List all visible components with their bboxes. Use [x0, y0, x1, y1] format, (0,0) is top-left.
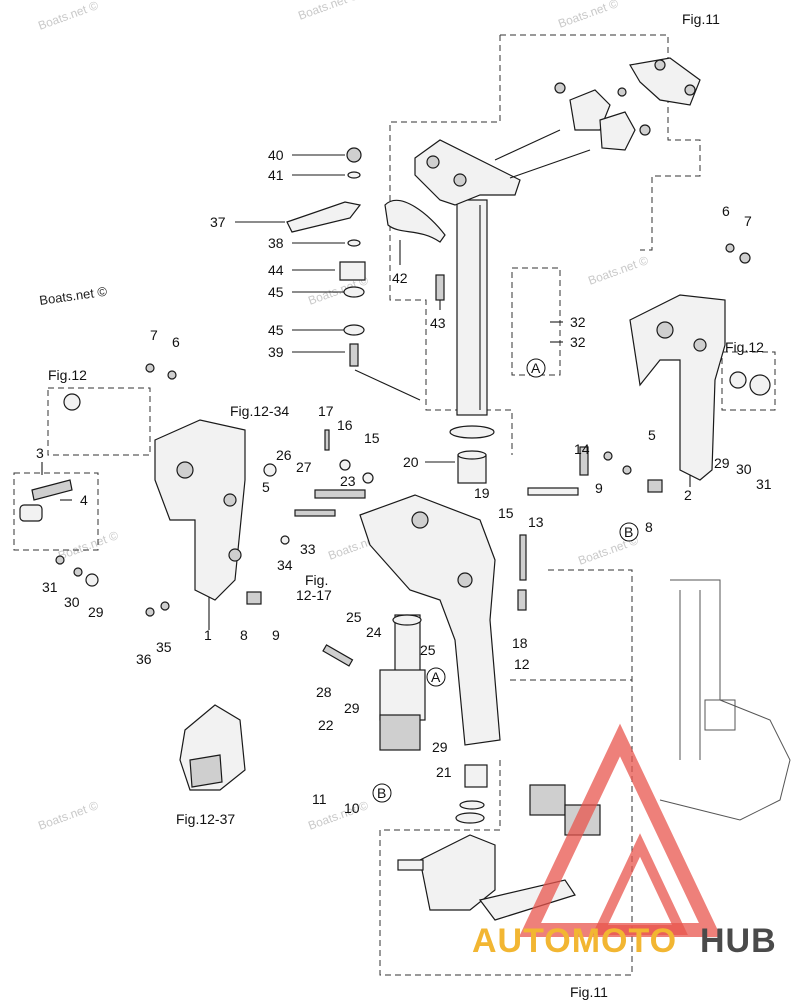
marker-b: B	[624, 524, 633, 540]
fig-ref-12-37: Fig.12-37	[176, 811, 235, 827]
leader-lines	[41, 154, 691, 630]
callout-27: 27	[296, 459, 312, 475]
friction-parts	[286, 147, 446, 367]
callout-6: 6	[722, 203, 730, 219]
callout-15: 15	[364, 430, 380, 446]
callout-29: 29	[432, 739, 448, 755]
tilt-cylinder	[379, 614, 426, 751]
markers: A A B B	[372, 358, 639, 803]
marker-a: A	[431, 669, 441, 685]
callout-8: 8	[645, 519, 653, 535]
fig-ref-12-right: Fig.12	[725, 339, 764, 355]
callout-25: 25	[346, 609, 362, 625]
callout-29: 29	[714, 455, 730, 471]
callout-44: 44	[268, 262, 284, 278]
callout-2: 2	[684, 487, 692, 503]
callout-45: 45	[268, 284, 284, 300]
hardware	[19, 243, 771, 824]
callout-32: 32	[570, 314, 586, 330]
callout-41: 41	[268, 167, 284, 183]
callout-18: 18	[512, 635, 528, 651]
callout-39: 39	[268, 344, 284, 360]
callout-23: 23	[340, 473, 356, 489]
callout-33: 33	[300, 541, 316, 557]
callout-13: 13	[528, 514, 544, 530]
fig-ref-12-left: Fig.12	[48, 367, 87, 383]
callout-38: 38	[268, 235, 284, 251]
callout-30: 30	[736, 461, 752, 477]
watermark: Boats.net ©	[56, 528, 120, 563]
callout-7: 7	[150, 327, 158, 343]
figure-references: Fig.11 Fig.11 Fig.12 Fig.12 Fig.12-34 Fi…	[48, 11, 764, 1000]
tiller-parts	[554, 57, 701, 151]
callout-24: 24	[366, 624, 382, 640]
lower-unit-outline	[659, 579, 791, 821]
callout-17: 17	[318, 403, 334, 419]
fig-ref-11-top: Fig.11	[682, 11, 720, 27]
callout-9: 9	[595, 480, 603, 496]
callout-20: 20	[403, 454, 419, 470]
callout-10: 10	[344, 800, 360, 816]
swivel-bracket	[359, 494, 501, 746]
marker-a: A	[531, 360, 541, 376]
automotohub-logo: AUTOMOTO HUB	[472, 723, 777, 960]
callout-29: 29	[88, 604, 104, 620]
callout-35: 35	[156, 639, 172, 655]
callout-7: 7	[744, 213, 752, 229]
reference-outlines	[13, 34, 776, 976]
callout-16: 16	[337, 417, 353, 433]
callout-6: 6	[172, 334, 180, 350]
watermark: Boats.net ©	[586, 253, 650, 288]
grip-part	[179, 704, 246, 791]
fig-ref-11-bottom: Fig.11	[570, 984, 608, 1000]
watermark: Boats.net ©	[556, 0, 620, 31]
callout-1: 1	[204, 627, 212, 643]
callout-22: 22	[318, 717, 334, 733]
callout-28: 28	[316, 684, 332, 700]
callout-3: 3	[36, 445, 44, 461]
callout-8: 8	[240, 627, 248, 643]
boats-net-label: Boats.net ©	[38, 284, 108, 308]
right-clamp-bracket	[629, 294, 726, 481]
callout-5: 5	[262, 479, 270, 495]
brand-text-hub: HUB	[700, 922, 777, 960]
steering-bracket-top	[414, 129, 591, 206]
marker-b: B	[377, 785, 386, 801]
callout-9: 9	[272, 627, 280, 643]
steering-pipe	[449, 199, 495, 484]
callout-19: 19	[474, 485, 490, 501]
callout-25: 25	[420, 642, 436, 658]
callout-37: 37	[210, 214, 226, 230]
fig-ref-12-17-line1: Fig.	[305, 572, 328, 588]
callout-34: 34	[277, 557, 293, 573]
watermark: Boats.net ©	[36, 798, 100, 833]
callout-43: 43	[430, 315, 446, 331]
callout-21: 21	[436, 764, 452, 780]
watermark: Boats.net ©	[36, 0, 100, 33]
left-clamp-bracket	[154, 419, 246, 601]
callout-12: 12	[514, 656, 530, 672]
brand-text-automoto: AUTOMOTO	[472, 922, 677, 960]
callout-30: 30	[64, 594, 80, 610]
callout-4: 4	[80, 492, 88, 508]
callout-14: 14	[574, 441, 590, 457]
fig-ref-12-17-line2: 12-17	[296, 587, 332, 603]
watermark: Boats.net ©	[296, 0, 360, 23]
callouts: 40 41 37 38 44 45 45 39 42 43 32 32 6 7 …	[36, 147, 772, 816]
callout-40: 40	[268, 147, 284, 163]
callout-11: 11	[312, 791, 327, 807]
callout-31: 31	[756, 476, 772, 492]
callout-29: 29	[344, 700, 360, 716]
callout-45: 45	[268, 322, 284, 338]
fig-ref-12-34: Fig.12-34	[230, 403, 289, 419]
callout-36: 36	[136, 651, 152, 667]
callout-15: 15	[498, 505, 514, 521]
callout-32: 32	[570, 334, 586, 350]
callout-42: 42	[392, 270, 408, 286]
callout-31: 31	[42, 579, 58, 595]
callout-26: 26	[276, 447, 292, 463]
callout-5: 5	[648, 427, 656, 443]
